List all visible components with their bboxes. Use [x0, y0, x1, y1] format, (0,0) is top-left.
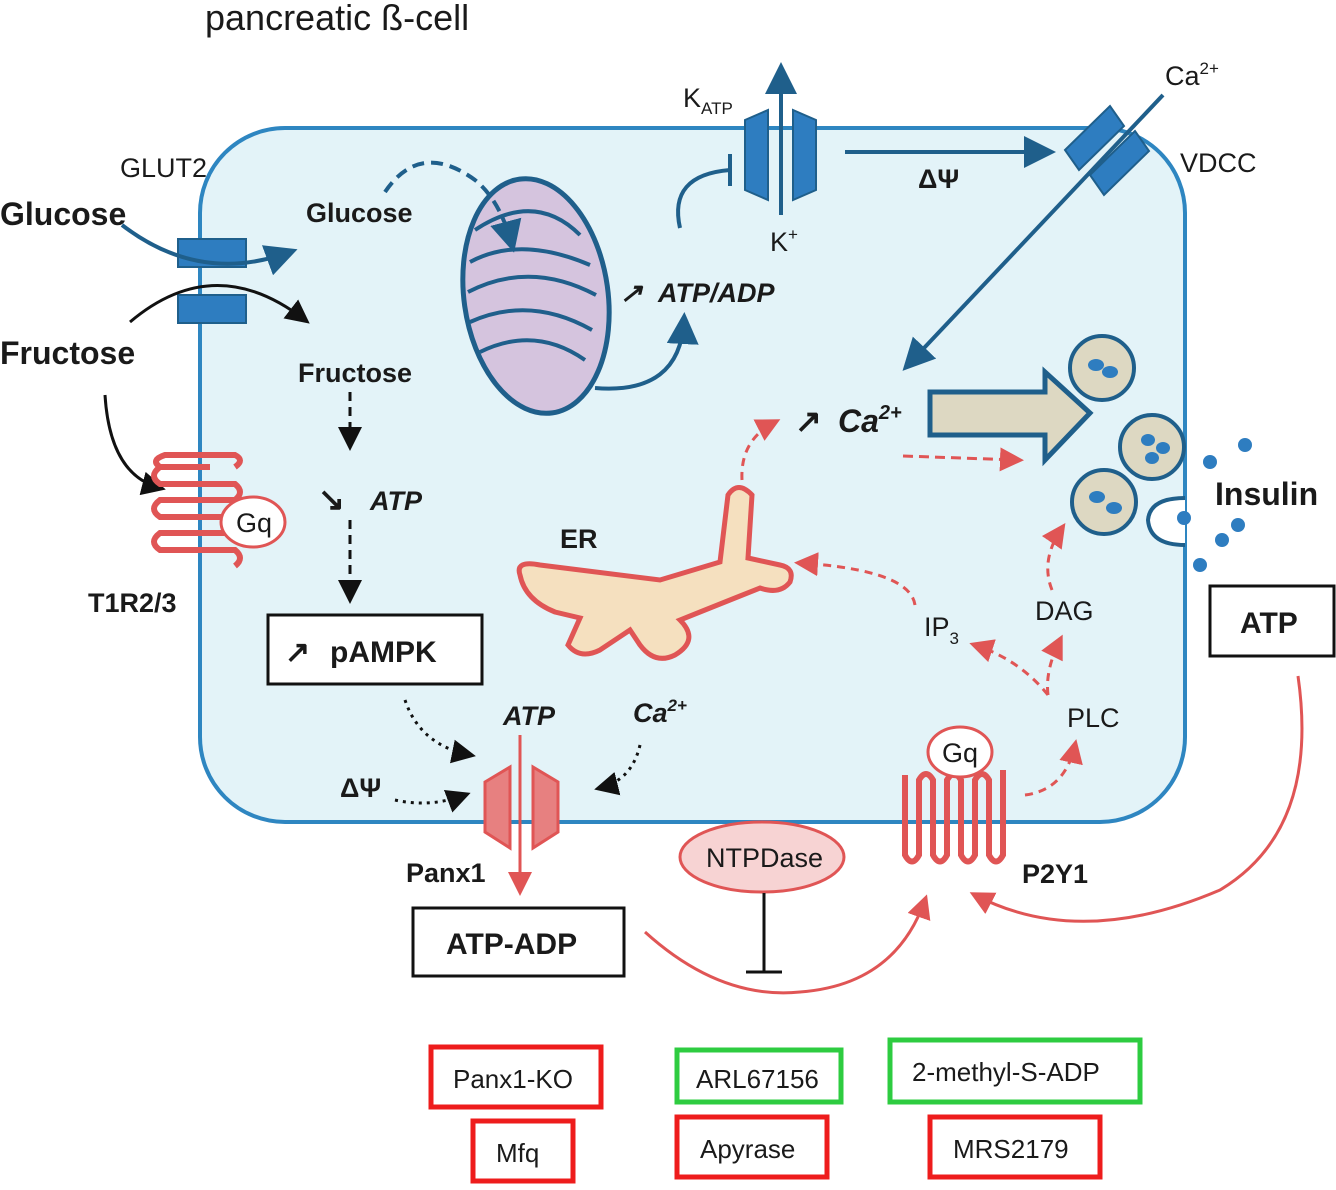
ca-outside-label: Ca2+ — [1165, 59, 1219, 91]
t1r23-label: T1R2/3 — [88, 588, 177, 618]
atp-adp-to-p2y1-arrow — [643, 894, 931, 995]
cell-membrane — [198, 126, 1187, 824]
legend-box-arl67156 — [674, 1047, 844, 1105]
ntpdase-label: NTPDase — [706, 843, 823, 873]
atp-adp-label: ATP-ADP — [446, 928, 577, 961]
atp-decrease-label: ATP — [369, 486, 423, 516]
gq-t1r-label: Gq — [236, 508, 272, 538]
legend-mfq: Mfq — [496, 1138, 539, 1168]
legend-box-2-methyl-s-adp — [887, 1037, 1143, 1105]
atp-panx-label: ATP — [502, 701, 556, 731]
t1r23-receptor — [151, 452, 243, 569]
ca-inside-label: Ca2+ — [838, 402, 902, 439]
pampk-arrow-glyph: ↗ — [285, 636, 310, 669]
legend-arl67156: ARL67156 — [696, 1064, 819, 1094]
ip3-label: IP3 — [924, 612, 959, 648]
diagram-title: pancreatic ß-cell — [205, 0, 469, 38]
atp-extracellular-label: ATP — [1240, 607, 1298, 640]
panx1-channel — [483, 764, 560, 851]
ca-influx-arrow — [902, 93, 1165, 371]
legend-apyrase: Apyrase — [700, 1134, 795, 1164]
plc-label: PLC — [1067, 703, 1120, 733]
insulin-granule — [1070, 468, 1138, 536]
delta-psi-to-panx1-arrow — [394, 790, 471, 813]
legend-panx1-ko: Panx1-KO — [453, 1064, 573, 1094]
plc-to-dag-arrow — [1041, 634, 1063, 696]
ip3-to-er-arrow — [794, 552, 917, 606]
gq-t1r-protein — [219, 495, 287, 549]
ca-to-panx1-arrow — [594, 744, 642, 796]
er-label: ER — [560, 524, 598, 554]
glucose-inside-label: Glucose — [306, 198, 413, 228]
insulin-granule — [1068, 334, 1136, 402]
gq-p2y1-label: Gq — [942, 738, 978, 768]
legend-2-methyl-s-adp: 2-methyl-S-ADP — [912, 1057, 1100, 1087]
legend-box-panx1-ko — [428, 1044, 604, 1110]
legend: Panx1-KO Mfq ARL67156 Apyrase 2-methyl-S… — [428, 1037, 1143, 1184]
insulin-label: Insulin — [1215, 476, 1318, 512]
vdcc-label: VDCC — [1180, 148, 1257, 178]
exocytosis-big-arrow — [927, 366, 1094, 467]
ca-exocytosis-dashed-arrow — [902, 447, 1024, 472]
legend-box-apyrase — [674, 1114, 830, 1180]
atp-adp-box — [411, 906, 626, 978]
dag-label: DAG — [1035, 596, 1094, 626]
ampk-to-panx1-arrow — [403, 699, 476, 764]
fructose-to-t1r-arrow — [103, 394, 166, 496]
glut2-transporter — [177, 238, 247, 324]
ntpdase-enzyme — [678, 820, 846, 894]
ca-increase-arrow-glyph: ↗ — [795, 403, 822, 439]
delta-psi-top-label: ΔΨ — [918, 164, 959, 194]
atp-adp-ratio-label: ATP/ADP — [657, 278, 775, 308]
legend-box-mfq — [470, 1118, 576, 1184]
legend-box-mrs2179 — [927, 1114, 1103, 1180]
katp-label: KATP — [683, 83, 733, 118]
ca-panx-label: Ca2+ — [633, 696, 687, 728]
plc-to-ip3-arrow — [969, 639, 1050, 696]
fructose-uptake-arrow — [129, 284, 310, 324]
panx1-label: Panx1 — [406, 858, 486, 888]
pampk-box — [266, 613, 484, 686]
gq-to-plc-arrow — [1024, 739, 1083, 797]
katp-channel — [744, 108, 817, 202]
atp-inhibit-katp-line — [676, 168, 731, 229]
p2y1-label: P2Y1 — [1022, 859, 1088, 889]
insulin-granule — [1118, 413, 1186, 481]
delta-psi-panx-label: ΔΨ — [340, 773, 381, 803]
atp-extracellular-box — [1208, 584, 1336, 658]
atp-adp-arrow-glyph: ↗ — [620, 278, 644, 308]
legend-mrs2179: MRS2179 — [953, 1134, 1069, 1164]
pampk-label: pAMPK — [330, 636, 437, 669]
er-ca-release-arrow — [740, 419, 781, 481]
glucose-outside-label: Glucose — [0, 196, 126, 232]
k-ion-label: K+ — [770, 225, 798, 257]
atp-to-p2y1-arrow — [969, 675, 1304, 923]
glucose-uptake-arrow — [120, 223, 298, 276]
gq-p2y1-protein — [926, 725, 994, 779]
glucose-to-mito-arrow — [383, 160, 522, 253]
exocytosis-pore — [1145, 496, 1186, 547]
secreted-insulin-dots — [1177, 438, 1252, 572]
mito-atp-arrow — [594, 312, 699, 391]
fructose-outside-label: Fructose — [0, 335, 135, 371]
vdcc-channel — [1063, 104, 1151, 197]
glut2-label: GLUT2 — [120, 153, 207, 183]
endoplasmic-reticulum — [516, 485, 794, 661]
fructose-inside-label: Fructose — [298, 358, 412, 388]
atp-decrease-arrow-glyph: ↘ — [318, 481, 345, 517]
dag-to-granule-arrow — [1041, 523, 1066, 591]
